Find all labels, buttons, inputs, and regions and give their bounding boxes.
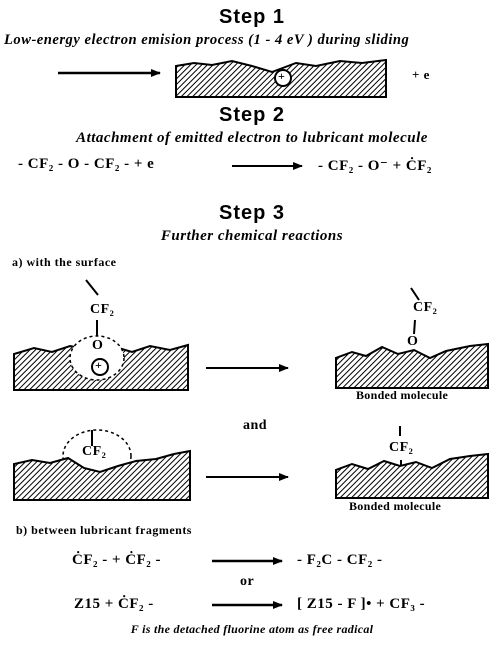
footnote: F is the detached fluorine atom as free … xyxy=(130,622,374,636)
reaction-b1-right: - F₂C - CF₂ - xyxy=(297,552,383,568)
cf2-label-a1-right: CF₂ xyxy=(413,300,438,315)
cf2-bond-upper-right xyxy=(410,287,420,301)
step2-products: - CF₂ - O⁻ + ĊF₂ xyxy=(318,158,432,174)
reaction-b2-left: Z15 + ĊF₂ - xyxy=(74,596,154,612)
positive-charge-circle-a1 xyxy=(91,358,109,376)
step2-subtitle: Attachment of emitted electron to lubric… xyxy=(76,130,428,146)
reaction-b2-right: [ Z15 - F ]• + CF₃ - xyxy=(297,596,426,612)
and-text: and xyxy=(243,418,268,433)
step3-subtitle: Further chemical reactions xyxy=(160,228,344,244)
step1-title: Step 1 xyxy=(218,6,286,28)
bonded-molecule-label-2: Bonded molecule xyxy=(349,499,442,513)
step1-positive-charge-circle xyxy=(274,69,292,87)
surface-block-a1-right xyxy=(335,342,489,389)
surface-block-a2-left xyxy=(13,449,191,501)
o-label-a1-right: O xyxy=(407,334,419,349)
cf2-bond-upper-left xyxy=(85,279,99,296)
reaction-b1-left: ĊF₂ - + ĊF₂ - xyxy=(72,552,162,568)
interaction-zone-a1 xyxy=(69,335,125,381)
cf2-label-a2-right: CF₂ xyxy=(389,440,414,455)
cf2-label-a2-left: CF₂ xyxy=(82,444,107,459)
cf2-label-a1-left: CF₂ xyxy=(90,302,115,317)
interaction-zone-a2 xyxy=(62,429,132,483)
or-text: or xyxy=(240,574,255,589)
charge-symbol-a1: + xyxy=(95,358,103,372)
step3-title: Step 3 xyxy=(218,202,286,224)
step1-charge-symbol: + xyxy=(278,69,286,83)
step1-subtitle: Low-energy electron emision process (1 -… xyxy=(4,32,410,48)
bonded-molecule-label-1: Bonded molecule xyxy=(356,388,449,402)
step2-reactants: - CF₂ - O - CF₂ - + e xyxy=(18,156,155,172)
step2-title: Step 2 xyxy=(218,104,286,126)
step1-electron-text: + e xyxy=(412,67,430,82)
section-a-label: a) with the surface xyxy=(12,255,117,269)
o-label-a1-left: O xyxy=(92,338,104,353)
cf2-o-bond-right xyxy=(413,319,416,335)
section-b-label: b) between lubricant fragments xyxy=(16,523,192,537)
surface-block-a2-right xyxy=(335,452,489,499)
